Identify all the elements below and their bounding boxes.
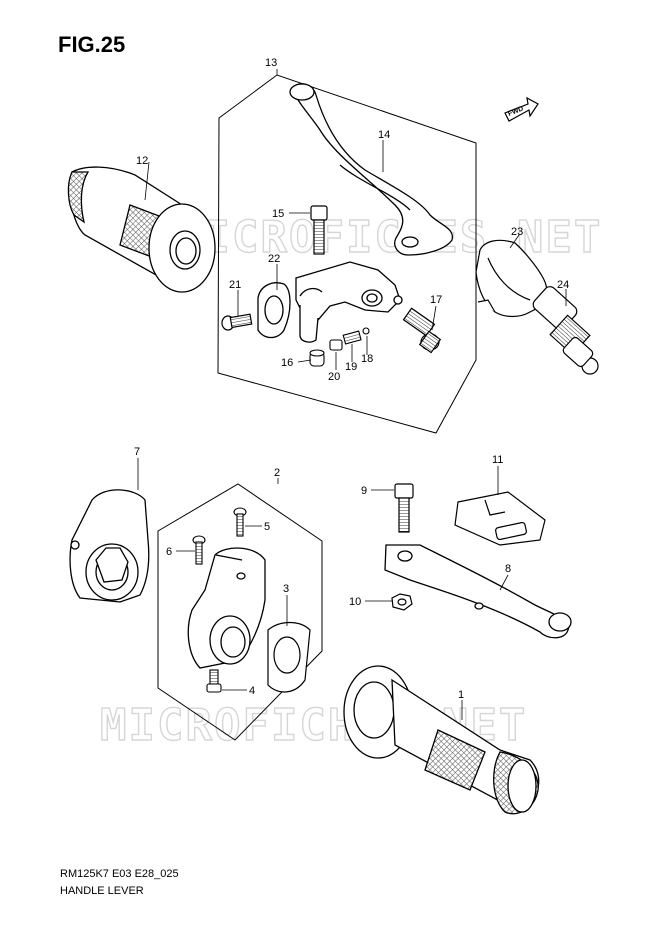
nut-16-top [309, 349, 325, 357]
cable-adjuster [402, 307, 442, 354]
ball-18 [362, 327, 370, 335]
clamp-screw [221, 313, 253, 331]
brake-lever-cover [454, 491, 546, 546]
callout-24: 24 [557, 279, 569, 291]
switch-housing [69, 489, 150, 603]
right-grip [343, 665, 540, 815]
callout-7: 7 [134, 446, 140, 458]
callout-17: 17 [430, 294, 442, 306]
switch-holder [187, 547, 266, 669]
lever-bolt [394, 483, 414, 533]
pivot-bolt [310, 205, 328, 255]
callout-2: 2 [274, 467, 280, 479]
figure-name: HANDLE LEVER [60, 885, 144, 897]
callout-10: 10 [349, 596, 361, 608]
leader-lines [137, 69, 567, 720]
callout-14: 14 [378, 129, 390, 141]
callout-22: 22 [268, 253, 280, 265]
clutch-lever [289, 83, 453, 256]
callout-6: 6 [166, 546, 172, 558]
small-parts [309, 327, 370, 367]
callout-18: 18 [361, 353, 373, 365]
callout-23: 23 [511, 226, 523, 238]
lever-cover [475, 239, 548, 318]
spring-19 [342, 330, 362, 345]
throttle-collar [267, 621, 311, 693]
fwd-arrow-icon: FWD [504, 96, 539, 122]
watermark-top: MICROFICHES.NET [175, 212, 602, 263]
callout-12: 12 [136, 155, 148, 167]
lever-bracket [257, 261, 403, 343]
callout-16: 16 [281, 357, 293, 369]
callout-4: 4 [249, 685, 255, 697]
holder-screws [192, 507, 247, 693]
callout-21: 21 [229, 279, 241, 291]
figure-code: RM125K7 E03 E28_025 [60, 868, 179, 880]
callout-20: 20 [328, 371, 340, 383]
left-grip [67, 166, 216, 293]
spacer-20 [329, 339, 343, 351]
callout-8: 8 [505, 563, 511, 575]
callout-5: 5 [264, 521, 270, 533]
callout-3: 3 [283, 583, 289, 595]
figure-title: FIG.25 [58, 32, 126, 57]
callout-11: 11 [492, 454, 503, 466]
callout-15: 15 [272, 208, 284, 220]
callout-9: 9 [361, 485, 367, 497]
callout-1: 1 [458, 689, 464, 701]
group-frame-switch-holder [157, 483, 323, 741]
callout-13: 13 [265, 57, 277, 69]
lever-nut [391, 593, 413, 611]
brake-lever [384, 544, 572, 639]
callout-labels: 13 14 15 12 22 21 17 23 24 16 20 19 18 7… [134, 57, 569, 701]
hot-start-adjuster [532, 286, 599, 375]
callout-19: 19 [345, 361, 357, 373]
